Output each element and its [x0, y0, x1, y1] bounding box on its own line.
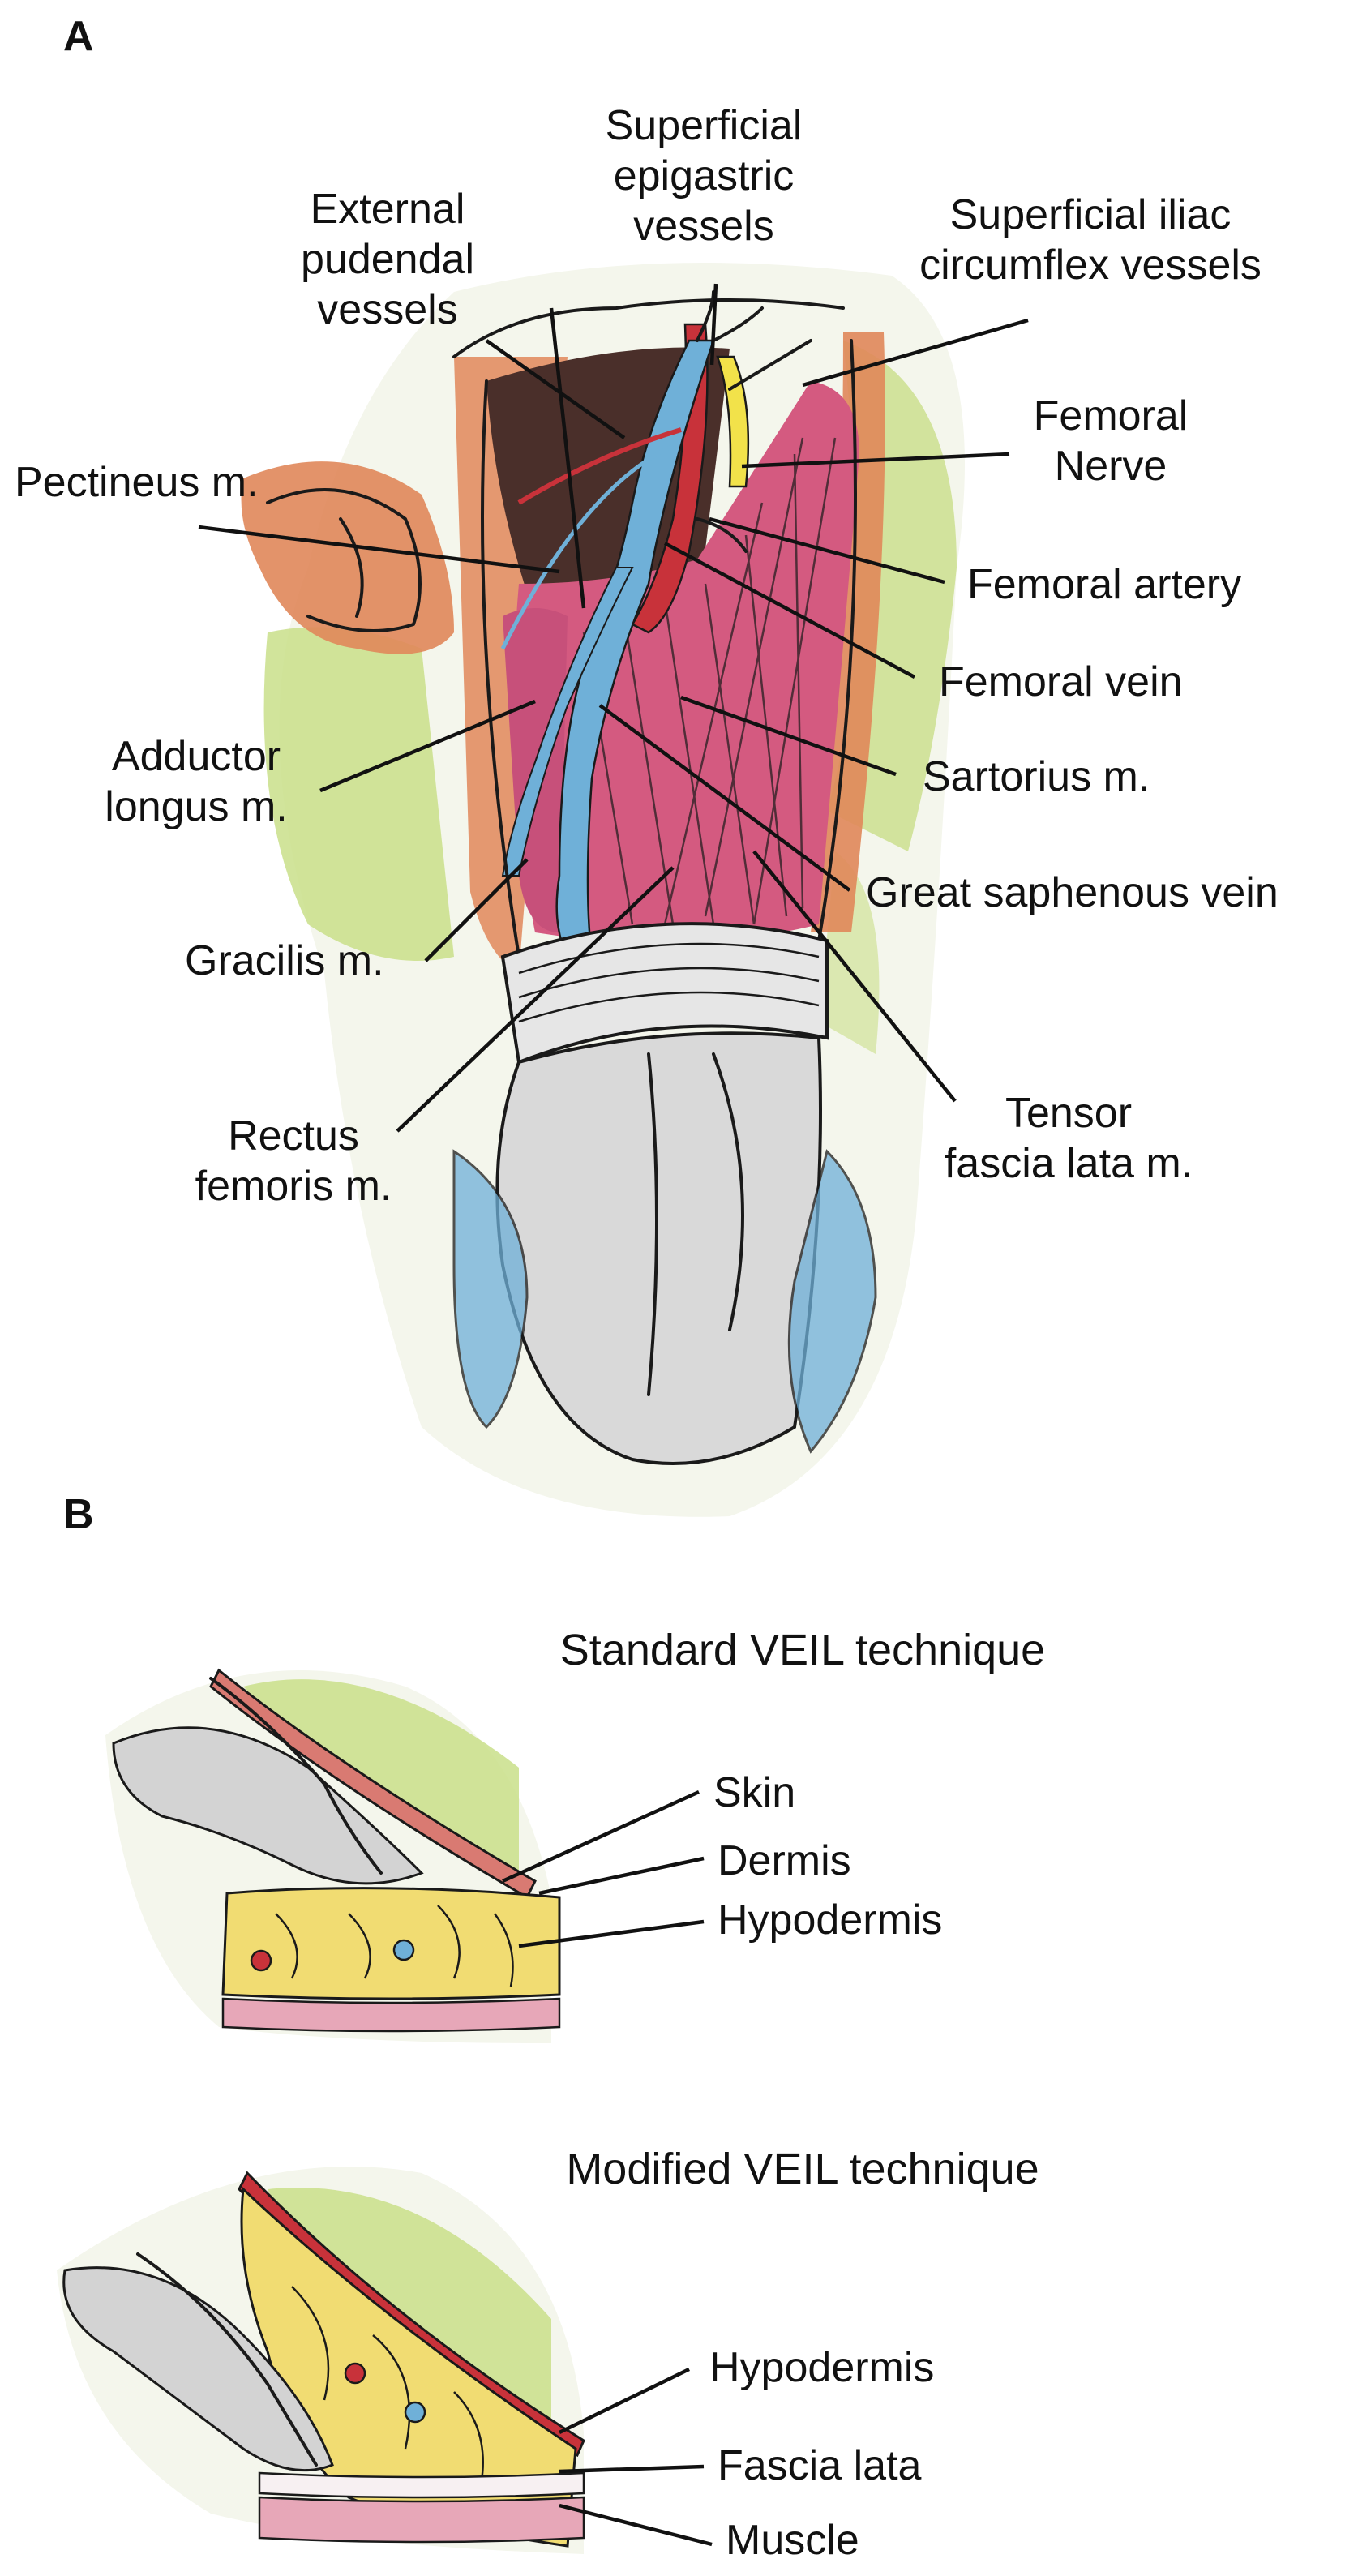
label-dermis: Dermis	[718, 1837, 851, 1884]
panel-a: A	[15, 13, 1279, 1517]
skin-fold	[241, 461, 454, 654]
label-skin: Skin	[713, 1769, 795, 1816]
leader-lines-standard	[502, 1789, 705, 1948]
hypodermis-layer	[221, 1887, 561, 2000]
label-sartorius: Sartorius m.	[923, 753, 1150, 800]
great-saphenous-vein	[555, 339, 715, 958]
femoral-nerve	[716, 355, 750, 488]
fascia-lata-layer	[258, 2471, 585, 2499]
label-gracilis: Gracilis m.	[185, 937, 384, 984]
modified-veil: Modified VEIL technique Hypodermis Fasc	[57, 2145, 1039, 2564]
label-fascia-lata: Fascia lata	[718, 2442, 922, 2489]
modified-veil-title: Modified VEIL technique	[566, 2145, 1039, 2193]
blue-towel-right	[787, 1149, 877, 1454]
standard-veil-illustration	[105, 1668, 561, 2043]
standard-veil: Standard VEIL technique Skin Dermis Hypo…	[105, 1626, 1045, 2043]
muscle-bed	[513, 381, 859, 943]
label-muscle: Muscle	[726, 2517, 859, 2564]
label-pectineus: Pectineus m.	[15, 459, 259, 506]
standard-veil-title: Standard VEIL technique	[560, 1626, 1045, 1674]
panel-a-letter: A	[63, 13, 94, 60]
leader-lines-modified	[559, 2367, 713, 2547]
label-hypodermis-modified: Hypodermis	[709, 2344, 934, 2391]
panel-b: B Standard VEIL technique Skin	[57, 1491, 1045, 2564]
label-great-saphenous: Great saphenous vein	[866, 869, 1279, 916]
blue-towel-left	[452, 1149, 529, 1429]
leader-lines-a	[198, 283, 1029, 1133]
muscle-layer	[258, 2496, 585, 2544]
thigh-illustration	[241, 263, 965, 1517]
panel-b-letter: B	[63, 1491, 94, 1538]
label-femoral-vein: Femoral vein	[939, 658, 1183, 705]
label-femoral-artery: Femoral artery	[967, 561, 1241, 608]
modified-veil-illustration	[57, 2167, 585, 2554]
label-hypodermis-standard: Hypodermis	[718, 1897, 942, 1944]
